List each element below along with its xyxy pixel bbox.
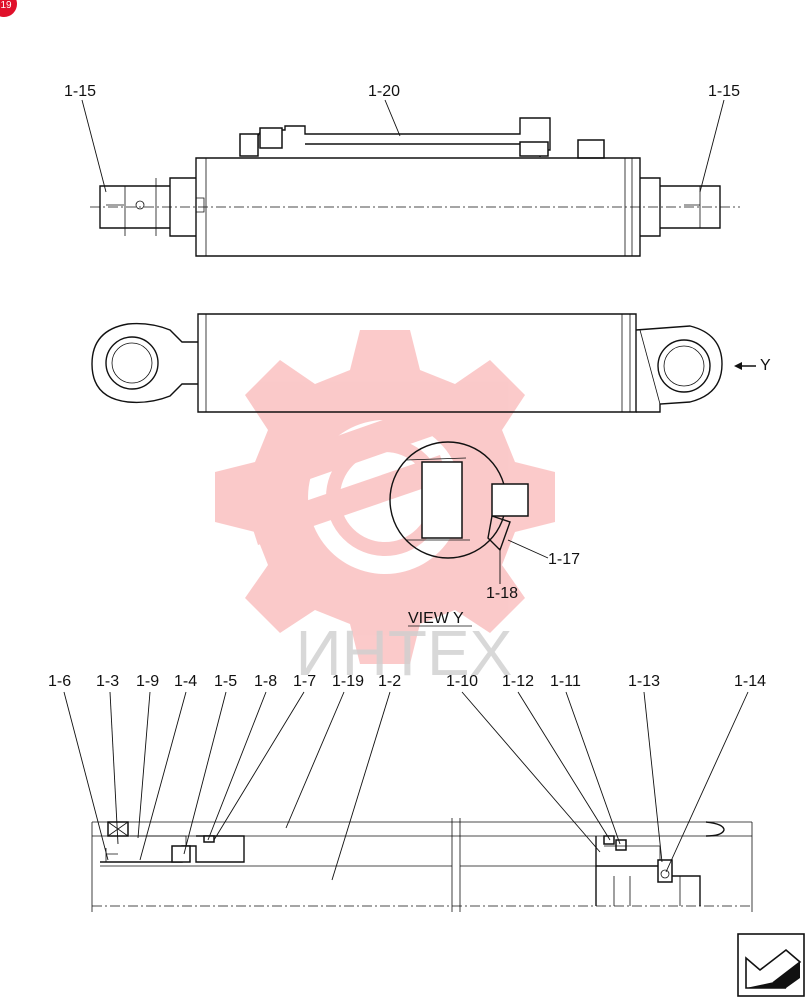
label-1-2: 1-2 <box>378 673 401 690</box>
view-y: 1-17 1-18 VIEW Y <box>389 441 580 627</box>
label-tube: 1-20 <box>368 83 400 100</box>
label-left-pin: 1-15 <box>64 83 96 100</box>
watermark-gear-icon <box>215 330 555 664</box>
label-1-7: 1-7 <box>293 673 316 690</box>
label-view-y-arrow: Y <box>760 357 771 374</box>
watermark-text: ИНТЕХ <box>296 617 513 689</box>
label-right-pin: 1-15 <box>708 83 740 100</box>
label-1-6: 1-6 <box>48 673 71 690</box>
label-1-11: 1-11 <box>550 673 581 690</box>
label-1-19: 1-19 <box>332 673 364 690</box>
label-1-8: 1-8 <box>254 673 277 690</box>
top-view: 1-15 1-20 1-15 <box>64 83 740 257</box>
corner-badge: 19 <box>0 0 17 17</box>
label-1-3: 1-3 <box>96 673 119 690</box>
watermark <box>215 330 555 664</box>
section-labels: 1-6 1-3 1-9 1-4 1-5 1-8 1-7 1-19 1-2 1-1… <box>48 673 766 690</box>
label-view-y-a: 1-17 <box>548 551 580 568</box>
label-1-14: 1-14 <box>734 673 766 690</box>
label-view-y-b: 1-18 <box>486 585 518 602</box>
label-1-5: 1-5 <box>214 673 237 690</box>
label-1-10: 1-10 <box>446 673 478 690</box>
next-page-arrow-icon[interactable] <box>737 933 805 997</box>
view-y-title: VIEW Y <box>408 610 464 627</box>
label-1-9: 1-9 <box>136 673 159 690</box>
label-1-12: 1-12 <box>502 673 534 690</box>
corner-badge-text: 19 <box>0 0 12 11</box>
section-view: 1-6 1-3 1-9 1-4 1-5 1-8 1-7 1-19 1-2 1-1… <box>48 673 766 912</box>
side-view: Y <box>91 313 771 413</box>
label-1-4: 1-4 <box>174 673 197 690</box>
label-1-13: 1-13 <box>628 673 660 690</box>
